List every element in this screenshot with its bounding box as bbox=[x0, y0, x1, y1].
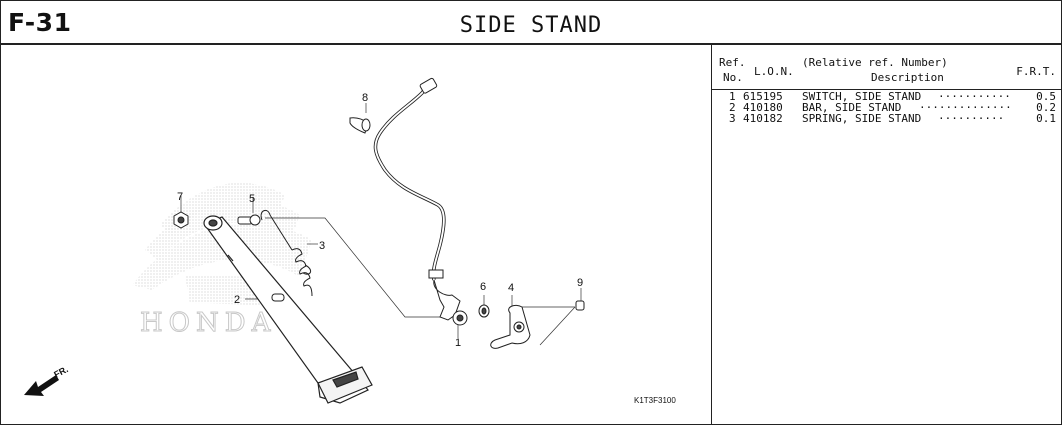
honda-wordmark: HONDA bbox=[140, 308, 276, 338]
callout-5: 5 bbox=[249, 193, 255, 205]
row-leader-dots: ·············· bbox=[919, 101, 1012, 114]
callout-6: 6 bbox=[480, 281, 486, 293]
washer bbox=[478, 304, 490, 318]
column-divider bbox=[711, 45, 712, 425]
section-code: F-31 bbox=[8, 8, 72, 37]
side-stand-switch bbox=[373, 77, 468, 326]
front-direction-arrow-icon: FR. bbox=[24, 364, 70, 396]
header-relative-ref: (Relative ref. Number) bbox=[802, 56, 948, 69]
table-row: 2 410180 BAR, SIDE STAND ·············· … bbox=[712, 102, 1062, 113]
stand-pin bbox=[271, 293, 285, 302]
diagram-svg: HONDA bbox=[24, 77, 585, 404]
callout-9: 9 bbox=[577, 277, 583, 289]
header-description: Description bbox=[871, 71, 944, 84]
front-label: FR. bbox=[52, 364, 69, 380]
parts-table: Ref. No. L.O.N. (Relative ref. Number) D… bbox=[712, 45, 1062, 425]
pivot-bolt bbox=[237, 214, 261, 226]
callout-1: 1 bbox=[455, 337, 461, 349]
callout-2: 2 bbox=[234, 294, 240, 306]
row-description: SPRING, SIDE STAND bbox=[802, 112, 922, 125]
header-ref-no: No. bbox=[723, 71, 743, 84]
row-ref: 1 bbox=[729, 90, 736, 103]
callout-4: 4 bbox=[508, 282, 514, 294]
callout-7: 7 bbox=[177, 191, 183, 203]
row-leader-dots: ··········· bbox=[938, 90, 1011, 103]
header-ref: Ref. bbox=[719, 56, 746, 69]
parts-table-header: Ref. No. L.O.N. (Relative ref. Number) D… bbox=[712, 45, 1062, 90]
header-frt: F.R.T. bbox=[1016, 65, 1056, 78]
row-description: SWITCH, SIDE STAND bbox=[802, 90, 922, 103]
callout-8: 8 bbox=[362, 92, 368, 104]
switch-bracket bbox=[490, 304, 531, 349]
row-lon: 410180 bbox=[743, 101, 783, 114]
bracket-bolt bbox=[575, 300, 585, 311]
row-ref: 2 bbox=[729, 101, 736, 114]
row-description: BAR, SIDE STAND bbox=[802, 101, 902, 114]
row-frt: 0.2 bbox=[1036, 101, 1056, 114]
header-lon: L.O.N. bbox=[754, 65, 794, 78]
side-stand-bar bbox=[203, 215, 373, 404]
row-leader-dots: ·········· bbox=[938, 112, 1005, 125]
table-row: 3 410182 SPRING, SIDE STAND ·········· 0… bbox=[712, 113, 1062, 124]
page-header: F-31 SIDE STAND bbox=[0, 0, 1062, 45]
illustration-id: K1T3F3100 bbox=[634, 396, 676, 405]
exploded-diagram: HONDA bbox=[0, 45, 711, 425]
cable-clip bbox=[349, 117, 371, 134]
table-row: 1 615195 SWITCH, SIDE STAND ··········· … bbox=[712, 91, 1062, 102]
stand-spring bbox=[260, 209, 313, 297]
row-lon: 410182 bbox=[743, 112, 783, 125]
page-title: SIDE STAND bbox=[459, 13, 603, 38]
lock-nut bbox=[173, 211, 189, 229]
callout-3: 3 bbox=[319, 240, 325, 252]
row-ref: 3 bbox=[729, 112, 736, 125]
row-frt: 0.1 bbox=[1036, 112, 1056, 125]
row-frt: 0.5 bbox=[1036, 90, 1056, 103]
row-lon: 615195 bbox=[743, 90, 783, 103]
parts-rows: 1 615195 SWITCH, SIDE STAND ··········· … bbox=[712, 91, 1062, 124]
